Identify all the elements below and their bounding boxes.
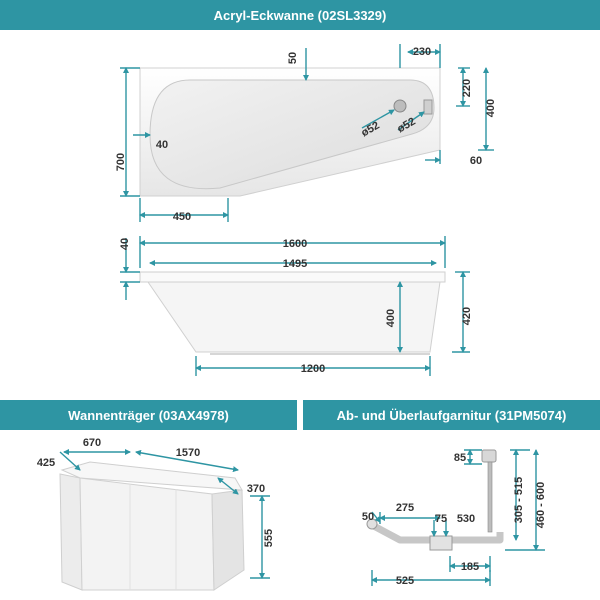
tub-title-banner: Acryl-Eckwanne (02SL3329) (0, 0, 600, 30)
support-long-face (79, 477, 215, 591)
support-dimensions: 670 1570 425 370 555 (37, 437, 275, 579)
dim-support-370: 370 (247, 483, 265, 495)
dim-tub-top-450: 450 (173, 211, 191, 223)
tub-side-body (147, 281, 441, 353)
dim-tub-side-420: 420 (461, 307, 473, 325)
dim-drain-460-600: 460 - 600 (535, 482, 547, 528)
dim-tub-top-40: 40 (156, 139, 168, 151)
dim-drain-50: 50 (362, 511, 374, 523)
dim-tub-top-700: 700 (115, 153, 127, 171)
dim-drain-185: 185 (461, 561, 479, 573)
dim-support-425: 425 (37, 457, 55, 469)
support-front-face (59, 473, 83, 591)
dim-drain-305-515: 305 - 515 (513, 477, 525, 523)
dim-drain-530: 530 (457, 513, 475, 525)
dim-tub-top-50: 50 (287, 52, 299, 64)
support-end-face (211, 489, 245, 591)
tub-side-rim (139, 271, 446, 283)
dim-support-670: 670 (83, 437, 101, 449)
overflow-outlet (393, 99, 407, 113)
drain-trap (429, 535, 453, 551)
dim-drain-275: 275 (396, 502, 414, 514)
overflow-head (481, 449, 497, 463)
dim-tub-side-400: 400 (385, 309, 397, 327)
tub-side-view (139, 271, 446, 355)
drain-outlet (366, 518, 378, 530)
dim-tub-side-1600: 1600 (283, 238, 307, 250)
tub-top-basin (149, 79, 435, 190)
drain-illustration (366, 449, 504, 551)
support-illustration (59, 461, 245, 591)
dim-tub-side-1495: 1495 (283, 258, 307, 270)
tub-top-view (139, 67, 441, 197)
dim-tub-top-230: 230 (413, 46, 431, 58)
drain-title: Ab- und Überlaufgarnitur (31PM5074) (336, 407, 567, 423)
overflow-tube (487, 461, 493, 533)
support-title: Wannenträger (03AX4978) (68, 407, 229, 423)
dim-tub-side-40: 40 (119, 238, 131, 250)
dim-support-1570: 1570 (176, 447, 200, 459)
tub-top-dimensions: 50 230 220 400 700 40 ø52 ø52 60 450 (115, 44, 497, 223)
dim-tub-top-60: 60 (470, 155, 482, 167)
dim-tub-top-220: 220 (461, 79, 473, 97)
dim-drain-75: 75 (435, 513, 447, 525)
dim-support-555: 555 (263, 529, 275, 547)
tub-title: Acryl-Eckwanne (02SL3329) (213, 7, 387, 23)
drain-fitting (423, 99, 433, 115)
dim-drain-525: 525 (396, 575, 414, 587)
dim-tub-top-400: 400 (485, 99, 497, 117)
dim-tub-side-1200: 1200 (301, 363, 325, 375)
drain-dimensions: 85 305 - 515 460 - 600 50 275 75 530 185… (362, 449, 547, 587)
drain-title-banner: Ab- und Überlaufgarnitur (31PM5074) (303, 400, 600, 430)
support-title-banner: Wannenträger (03AX4978) (0, 400, 297, 430)
tub-side-dimensions: 40 1600 1495 400 420 1200 (119, 236, 473, 376)
dim-drain-85: 85 (454, 452, 466, 464)
